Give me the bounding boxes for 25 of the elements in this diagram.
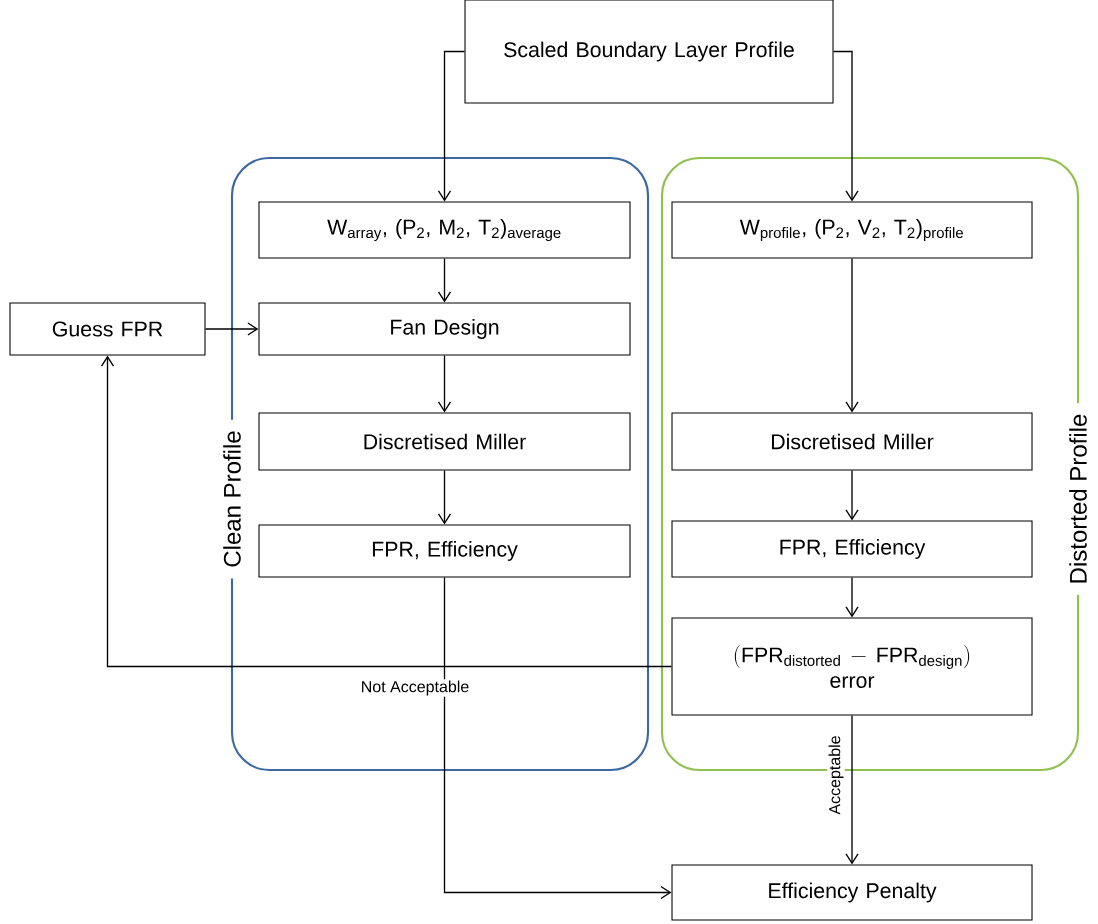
arrow [845, 469, 859, 521]
process-box: W$_{array}$, (P$_{2}$, M$_{2}$, T$_{2}$)$_{average}$ [258, 201, 631, 259]
process-box: $(\mathrm{FPR}_{\mathrm{distorted}} - \mathrm{FPR}_{\mathrm{design}})$ error [671, 617, 1033, 716]
process-box: Efficiency Penalty [671, 864, 1033, 921]
process-box: Guess FPR [9, 302, 206, 356]
process-box: FPR, Efficiency [258, 524, 631, 578]
edge-label: Not Acceptable [359, 679, 471, 697]
arrow [100, 355, 673, 668]
process-box: Discretised Miller [258, 412, 631, 471]
process-box: Fan Design [258, 302, 631, 356]
arrow [845, 257, 859, 413]
arrow [845, 576, 859, 618]
arrow [204, 322, 259, 336]
arrow [437, 354, 452, 413]
arrow [443, 576, 672, 900]
process-box: W$_{profile}$, (P$_{2}$, V$_{2}$, T$_{2}$)$_{profile}$ [671, 201, 1033, 259]
arrow [437, 257, 452, 303]
process-box: Scaled Boundary Layer Profile [464, 0, 834, 104]
arrow [832, 50, 859, 202]
process-box: Discretised Miller [671, 412, 1033, 471]
arrow [437, 469, 452, 525]
process-box: FPR, Efficiency [671, 520, 1033, 578]
arrow [845, 714, 859, 865]
arrow [437, 50, 466, 202]
edge-label: Acceptable [827, 734, 845, 816]
